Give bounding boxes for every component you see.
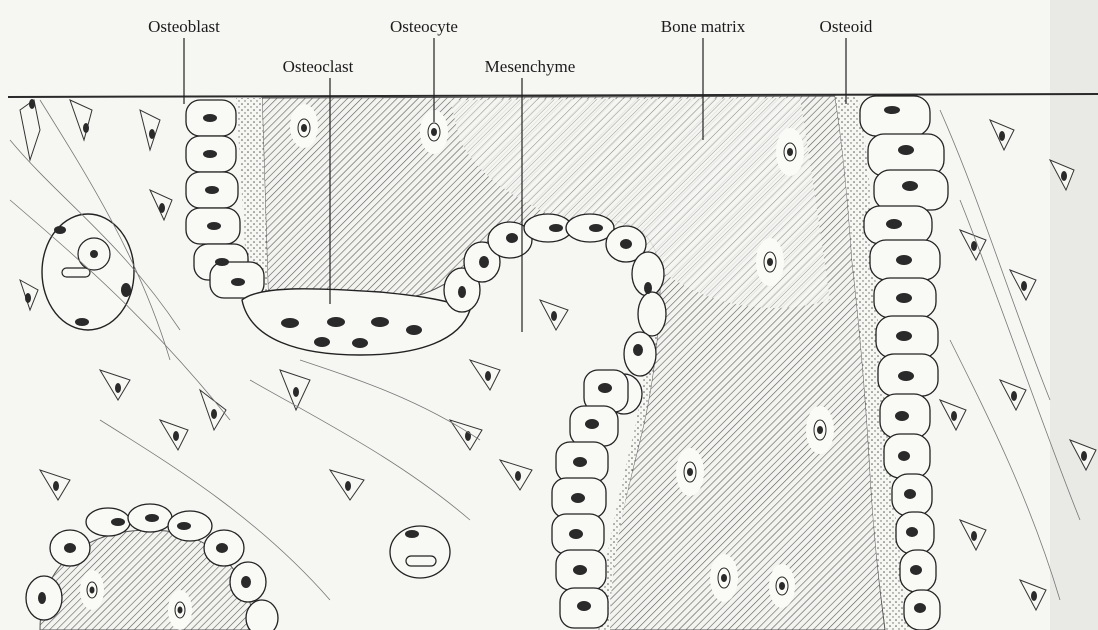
label-osteoid: Osteoid <box>820 17 873 36</box>
label-mesenchyme: Mesenchyme <box>485 57 576 76</box>
label-osteocyte: Osteocyte <box>390 17 458 36</box>
vessel-cell-center <box>390 526 450 578</box>
label-osteoblast: Osteoblast <box>148 17 220 36</box>
label-bone-matrix: Bone matrix <box>661 17 746 36</box>
label-osteoclast: Osteoclast <box>283 57 354 76</box>
